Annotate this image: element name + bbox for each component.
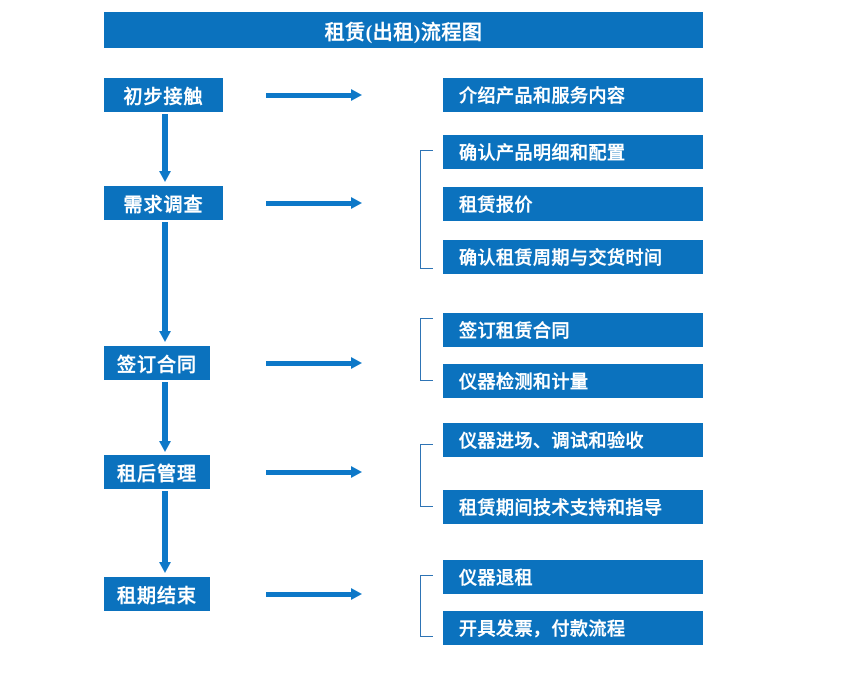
arrow-shaft <box>162 382 168 442</box>
group-bracket-needs-survey <box>420 150 433 269</box>
arrow-head-icon <box>159 331 171 342</box>
arrow-shaft <box>162 222 168 332</box>
arrow-shaft <box>266 201 352 206</box>
arrow-head-icon <box>351 588 362 600</box>
detail-box-instrument-return[interactable]: 仪器退租 <box>443 560 703 594</box>
arrow-head-icon <box>351 466 362 478</box>
arrow-shaft <box>266 93 352 98</box>
arrow-shaft <box>266 361 352 366</box>
stage-box-initial-contact[interactable]: 初步接触 <box>104 78 223 112</box>
detail-box-instrument-entry-commissioning-acceptance[interactable]: 仪器进场、调试和验收 <box>443 423 703 457</box>
arrow-down-initial-contact-to-needs-survey <box>157 114 173 182</box>
detail-box-introduce-products-services[interactable]: 介绍产品和服务内容 <box>443 78 703 112</box>
detail-box-confirm-rental-period-delivery[interactable]: 确认租赁周期与交货时间 <box>443 240 703 274</box>
stage-box-sign-contract[interactable]: 签订合同 <box>104 346 210 380</box>
arrow-right-rental-end <box>266 586 362 602</box>
detail-box-instrument-inspection-metering[interactable]: 仪器检测和计量 <box>443 364 703 398</box>
arrow-head-icon <box>351 89 362 101</box>
arrow-head-icon <box>159 562 171 573</box>
detail-box-rental-quotation[interactable]: 租赁报价 <box>443 187 703 221</box>
detail-box-confirm-product-details[interactable]: 确认产品明细和配置 <box>443 135 703 169</box>
stage-box-needs-survey[interactable]: 需求调查 <box>104 186 223 220</box>
arrow-down-post-rental-to-rental-end <box>157 491 173 573</box>
arrow-shaft <box>162 491 168 563</box>
arrow-head-icon <box>159 171 171 182</box>
arrow-right-post-rental-management <box>266 464 362 480</box>
detail-box-sign-rental-contract[interactable]: 签订租赁合同 <box>443 313 703 347</box>
stage-box-post-rental-management[interactable]: 租后管理 <box>104 455 210 489</box>
flowchart-title: 租赁(出租)流程图 <box>104 12 703 48</box>
group-bracket-sign-contract <box>420 318 433 381</box>
stage-box-rental-end[interactable]: 租期结束 <box>104 577 210 611</box>
arrow-right-initial-contact <box>266 87 362 103</box>
arrow-head-icon <box>351 357 362 369</box>
detail-box-technical-support-guidance[interactable]: 租赁期间技术支持和指导 <box>443 490 703 524</box>
arrow-shaft <box>266 470 352 475</box>
arrow-head-icon <box>159 441 171 452</box>
group-bracket-rental-end <box>420 575 433 637</box>
arrow-shaft <box>266 592 352 597</box>
group-bracket-post-rental-management <box>420 444 433 507</box>
arrow-right-needs-survey <box>266 195 362 211</box>
arrow-right-sign-contract <box>266 355 362 371</box>
detail-box-invoice-payment-process[interactable]: 开具发票，付款流程 <box>443 611 703 645</box>
arrow-head-icon <box>351 197 362 209</box>
arrow-down-needs-survey-to-sign-contract <box>157 222 173 342</box>
arrow-down-sign-contract-to-post-rental <box>157 382 173 452</box>
arrow-shaft <box>162 114 168 172</box>
